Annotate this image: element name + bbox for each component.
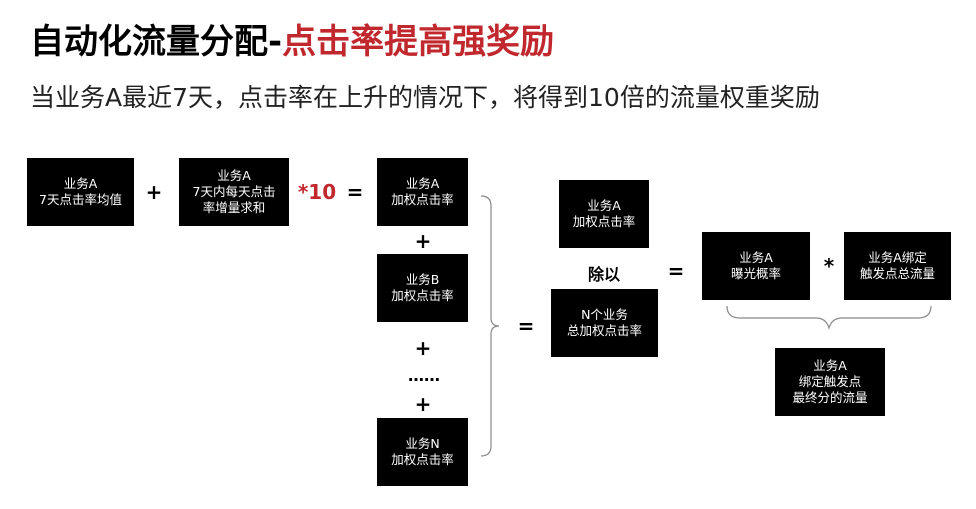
title-accent: 点击率提高强奖励 [282,22,555,62]
operator-equals: = [346,180,364,204]
operator-plus-b: + [414,229,432,253]
box-final-traffic: 业务A 绑定触发点 最终分的流量 [775,348,885,416]
operator-plus: + [145,180,163,204]
operator-equals-sum: = [517,314,535,338]
box-daily-increase-sum: 业务A 7天内每天点击 率增量求和 [179,158,289,226]
sum-brace [480,195,500,457]
box-weighted-ctr-b: 业务B 加权点击率 [377,254,468,322]
operator-times-ten: *10 [297,180,337,204]
box-avg-ctr: 业务A 7天点击率均值 [27,158,134,226]
box-weighted-ctr-a-numerator: 业务A 加权点击率 [559,180,649,248]
multiply-brace [726,305,932,331]
operator-plus-n: + [414,392,432,416]
page-subtitle: 当业务A最近7天，点击率在上升的情况下，将得到10倍的流量权重奖励 [30,83,820,112]
box-weighted-ctr-n: 业务N 加权点击率 [377,418,468,486]
operator-multiply: * [823,254,835,278]
box-exposure-probability: 业务A 曝光概率 [702,232,810,300]
page-title: 自动化流量分配-点击率提高强奖励 [30,14,554,63]
box-total-weighted-ctr: N个业务 总加权点击率 [551,289,658,357]
title-main: 自动化流量分配- [30,22,283,62]
box-weighted-ctr-a: 业务A 加权点击率 [377,158,468,226]
operator-equals-2: = [667,259,685,283]
operator-plus-dots: + [414,336,432,360]
box-bound-trigger-traffic: 业务A绑定 触发点总流量 [844,232,951,300]
divide-by-label: 除以 [588,265,621,284]
ellipsis: …… [408,366,440,385]
